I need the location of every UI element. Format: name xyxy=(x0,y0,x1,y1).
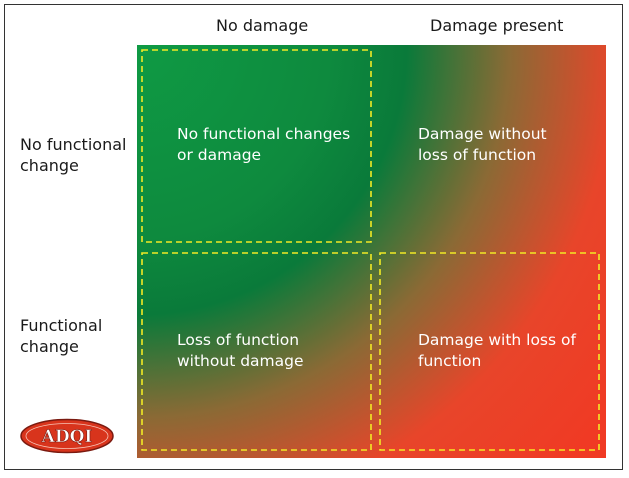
gradient-field xyxy=(137,45,606,458)
quadrant-box-bottom-left xyxy=(141,252,372,451)
quadrant-label-top-right: Damage without loss of function xyxy=(418,125,547,164)
row-header-functional-change: Functional change xyxy=(20,316,103,356)
adqi-logo: ADQI xyxy=(19,418,115,454)
quadrant-box-top-left xyxy=(141,49,372,243)
quadrant-label-bottom-left: Loss of function without damage xyxy=(177,331,304,370)
row-header-no-functional-change: No functional change xyxy=(20,135,127,175)
quadrant-box-bottom-right xyxy=(379,252,600,451)
column-header-no-damage: No damage xyxy=(216,16,309,35)
adqi-logo-text: ADQI xyxy=(41,427,93,447)
quadrant-label-top-left: No functional changes or damage xyxy=(177,125,351,164)
quadrant-label-bottom-right: Damage with loss of function xyxy=(418,331,576,370)
column-header-damage-present: Damage present xyxy=(430,16,564,35)
